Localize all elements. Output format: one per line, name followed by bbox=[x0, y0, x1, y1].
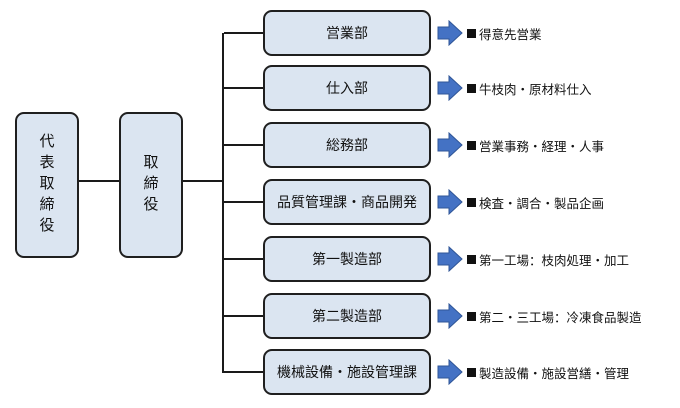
branch-line bbox=[224, 315, 263, 317]
department-box: 総務部 bbox=[263, 122, 431, 168]
department-duty: 得意先営業 bbox=[467, 20, 542, 46]
branch-line bbox=[224, 32, 263, 34]
bullet-square-icon bbox=[467, 140, 476, 150]
director-box: 取締役 bbox=[119, 112, 183, 258]
department-name: 仕入部 bbox=[326, 81, 368, 97]
department-duty: 牛枝肉・原材料仕入 bbox=[467, 75, 592, 101]
duty-text: 検査・調合・製品企画 bbox=[479, 195, 605, 211]
arrow-right-icon bbox=[437, 20, 463, 46]
department-box: 機械設備・施設管理課 bbox=[263, 349, 431, 395]
bullet-square-icon bbox=[467, 197, 476, 207]
org-trunk-line bbox=[222, 33, 224, 373]
department-name: 営業部 bbox=[326, 26, 368, 42]
department-box: 仕入部 bbox=[263, 65, 431, 111]
department-name: 第二製造部 bbox=[312, 309, 382, 325]
director-label: 取締役 bbox=[141, 153, 160, 217]
bullet-square-icon bbox=[467, 367, 476, 377]
arrow-right-icon bbox=[437, 75, 463, 101]
department-duty: 検査・調合・製品企画 bbox=[467, 189, 604, 215]
department-duty: 第一工場：枝肉処理・加工 bbox=[467, 246, 629, 272]
department-duty: 製造設備・施設営繕・管理 bbox=[467, 359, 629, 385]
duty-text: 第一工場：枝肉処理・加工 bbox=[479, 252, 630, 268]
bullet-square-icon bbox=[467, 311, 476, 321]
arrow-right-icon bbox=[437, 303, 463, 329]
duty-text: 製造設備・施設営繕・管理 bbox=[479, 365, 630, 381]
department-box: 第一製造部 bbox=[263, 236, 431, 282]
arrow-right-icon bbox=[437, 132, 463, 158]
duty-text: 牛枝肉・原材料仕入 bbox=[479, 81, 592, 97]
bullet-square-icon bbox=[467, 254, 476, 264]
department-box: 第二製造部 bbox=[263, 293, 431, 339]
duty-text: 営業事務・経理・人事 bbox=[479, 138, 605, 154]
duty-text: 第二・三工場：冷凍食品製造 bbox=[479, 309, 642, 325]
connector-rep-director bbox=[79, 180, 119, 182]
bullet-square-icon bbox=[467, 28, 476, 38]
branch-line bbox=[224, 144, 263, 146]
arrow-right-icon bbox=[437, 246, 463, 272]
connector-director-trunk bbox=[183, 180, 223, 182]
department-name: 品質管理課・商品開発 bbox=[277, 195, 417, 211]
branch-line bbox=[224, 201, 263, 203]
department-duty: 第二・三工場：冷凍食品製造 bbox=[467, 303, 642, 329]
department-duty: 営業事務・経理・人事 bbox=[467, 132, 604, 158]
arrow-right-icon bbox=[437, 189, 463, 215]
department-box: 品質管理課・商品開発 bbox=[263, 179, 431, 225]
bullet-square-icon bbox=[467, 83, 476, 93]
branch-line bbox=[224, 371, 263, 373]
department-name: 第一製造部 bbox=[312, 252, 382, 268]
arrow-right-icon bbox=[437, 359, 463, 385]
department-name: 総務部 bbox=[326, 138, 368, 154]
duty-text: 得意先営業 bbox=[479, 26, 542, 42]
department-box: 営業部 bbox=[263, 10, 431, 56]
branch-line bbox=[224, 87, 263, 89]
branch-line bbox=[224, 258, 263, 260]
representative-director-label: 代表取締役 bbox=[37, 132, 56, 238]
representative-director-box: 代表取締役 bbox=[15, 112, 79, 258]
department-name: 機械設備・施設管理課 bbox=[277, 365, 417, 381]
